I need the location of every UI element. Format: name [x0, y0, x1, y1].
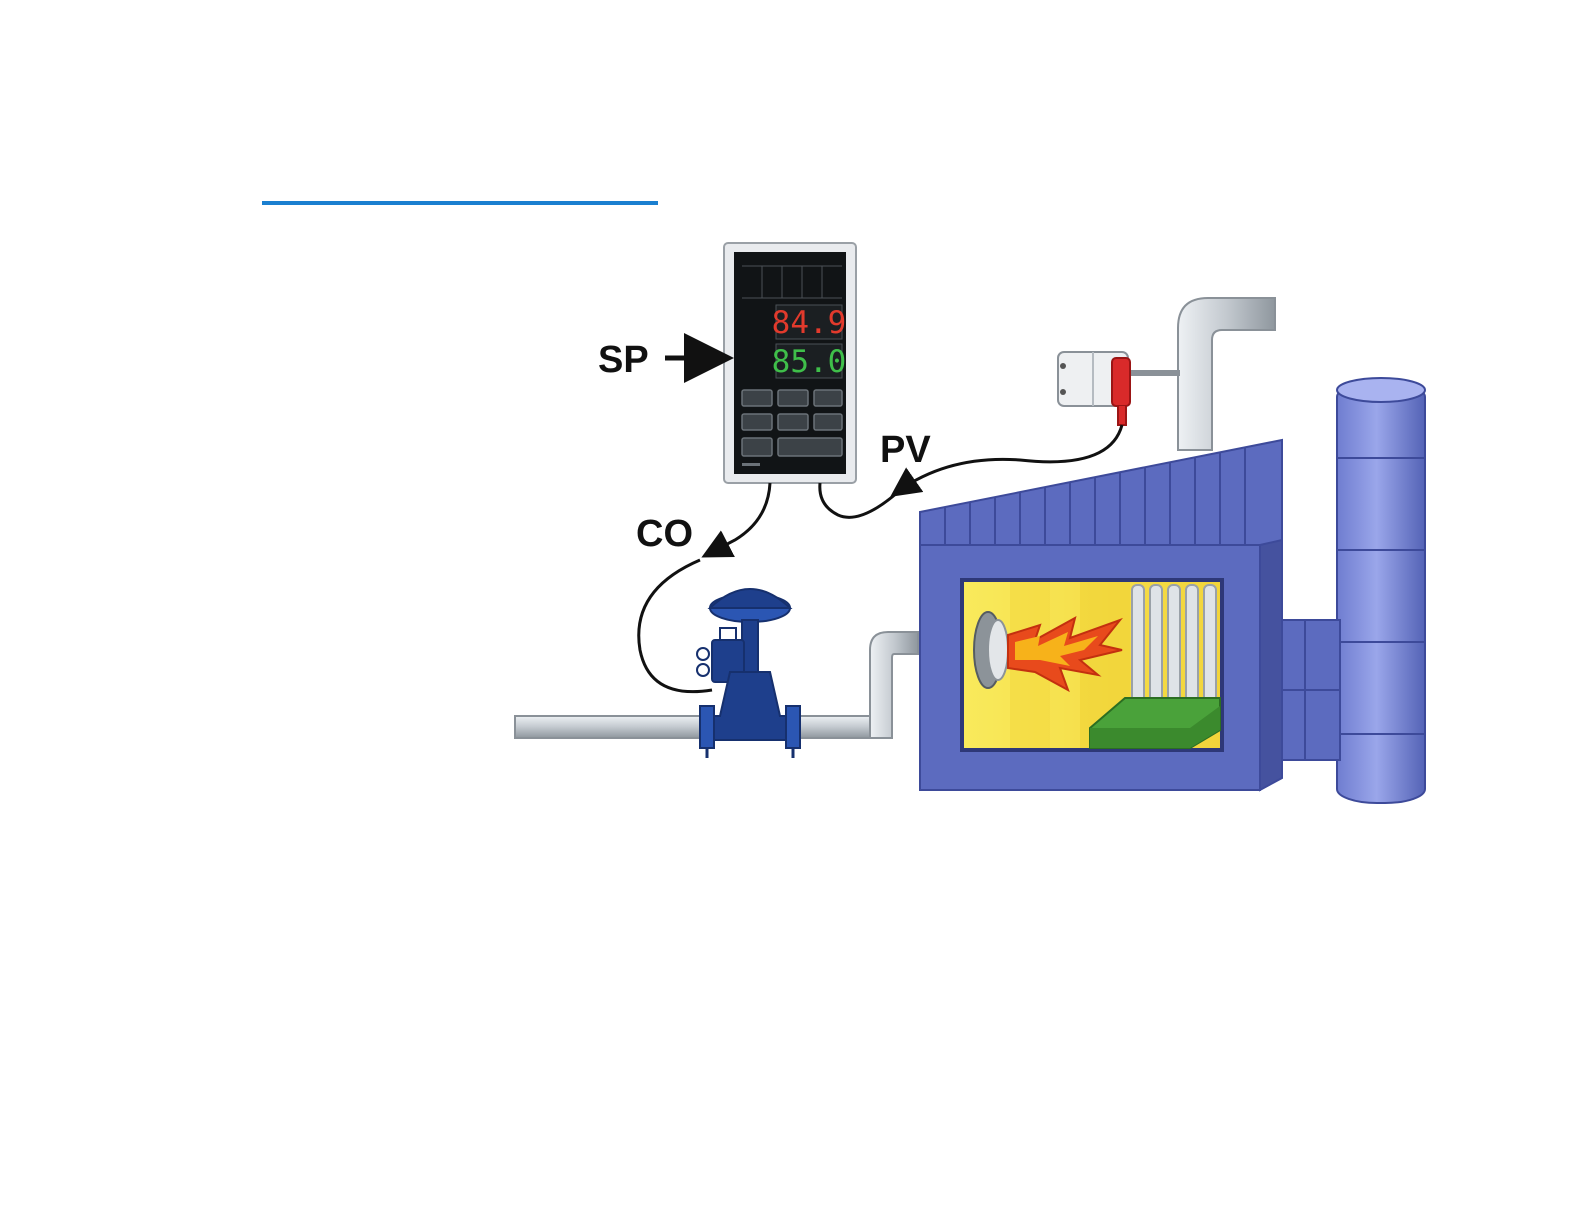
co-label: CO — [636, 513, 693, 555]
temperature-sensor-icon — [1058, 352, 1180, 425]
control-valve-icon — [697, 589, 800, 758]
pv-label: PV — [880, 429, 931, 471]
sp-label: SP — [598, 339, 649, 381]
controller-icon: 84.9 85.0 — [724, 243, 856, 483]
controller-pv-display: 84.9 — [772, 305, 847, 341]
furnace-icon — [920, 440, 1282, 790]
controller-sp-display: 85.0 — [772, 344, 847, 380]
exhaust-pipe — [1178, 298, 1275, 450]
pv-signal-wire-lower — [820, 483, 898, 517]
controller-keypad — [742, 390, 842, 456]
co-signal-wire — [712, 483, 770, 552]
stack-icon — [1337, 378, 1425, 803]
